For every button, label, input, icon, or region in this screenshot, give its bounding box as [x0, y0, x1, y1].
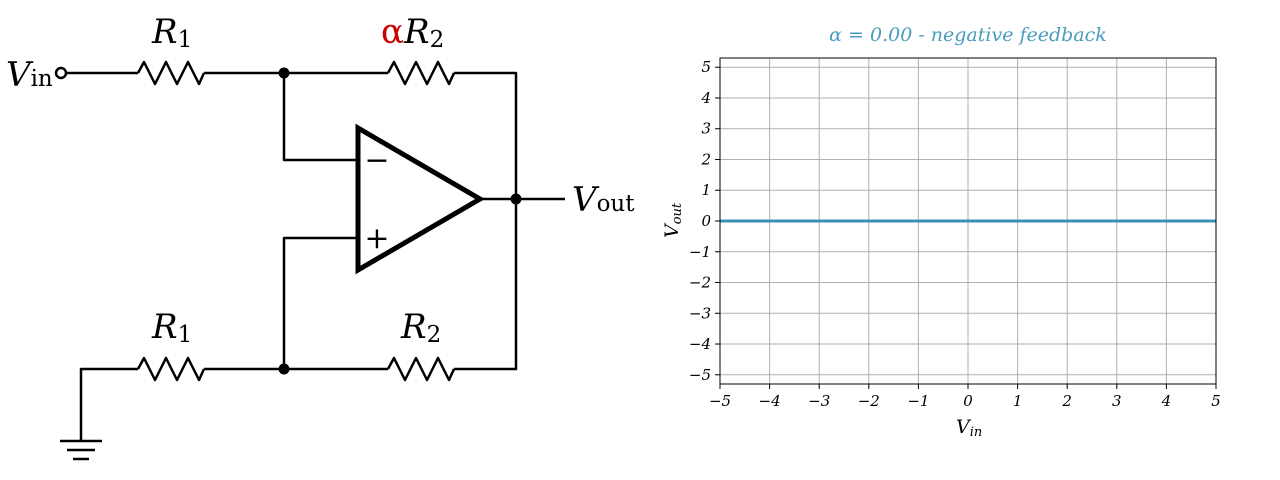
- chart-title: α = 0.00 - negative feedback: [829, 24, 1107, 46]
- chart-x-axis-label: Vin: [956, 416, 982, 440]
- label-v-in: Vin: [6, 55, 53, 95]
- input-terminal: [54, 66, 68, 80]
- y-tick-label: 2: [700, 150, 711, 168]
- wire-node-to-inverting-input: [282, 73, 358, 162]
- junction-node-output: [510, 193, 522, 205]
- x-tick-label: 5: [1211, 392, 1221, 410]
- y-tick-label: 1: [701, 181, 711, 199]
- transfer-chart: α = 0.00 - negative feedback −5 −4 −3 −2 −1 0…: [661, 24, 1221, 440]
- label-r1-top: R1: [151, 12, 192, 53]
- x-tick-label: 3: [1112, 392, 1122, 410]
- circuit-diagram: − + Vin Vout R1 αR2 R1 R2: [6, 12, 635, 461]
- x-tick-label: −2: [858, 392, 880, 410]
- y-tick-label: 5: [701, 58, 711, 76]
- label-r2-bottom: R2: [400, 307, 441, 348]
- resistor-r1-bottom: [136, 356, 206, 382]
- label-v-out: Vout: [572, 180, 635, 220]
- resistor-r2-bottom: [386, 356, 456, 382]
- junction-node-top: [278, 67, 290, 79]
- y-tick-label: −1: [689, 243, 711, 261]
- x-tick-label: −4: [759, 392, 781, 410]
- y-tick-label: 4: [700, 89, 711, 107]
- wire-top-feedback: [454, 71, 518, 371]
- resistor-r1-top: [136, 60, 206, 86]
- x-tick-label: 0: [963, 392, 973, 410]
- op-amp-plus-symbol: +: [364, 221, 389, 256]
- resistor-r2-top: [386, 60, 456, 86]
- y-tick-label: −5: [689, 366, 711, 384]
- wire-ground-to-r1: [79, 367, 138, 440]
- label-alpha-r2-top: αR2: [381, 12, 444, 53]
- x-tick-label: −1: [907, 392, 929, 410]
- x-tick-label: 2: [1061, 392, 1072, 410]
- x-tick-label: −3: [808, 392, 830, 410]
- op-amp-icon: [355, 123, 485, 275]
- junction-node-bottom: [278, 363, 290, 375]
- y-tick-label: 3: [701, 120, 711, 138]
- x-tick-label: −5: [709, 392, 731, 410]
- ground-icon: [60, 439, 102, 461]
- op-amp-minus-symbol: −: [364, 143, 389, 178]
- label-r1-bottom: R1: [151, 307, 192, 348]
- x-tick-label: 1: [1013, 392, 1023, 410]
- y-tick-label: −2: [689, 274, 711, 292]
- wire-node-to-noninverting-input: [282, 236, 358, 369]
- y-tick-label: 0: [701, 212, 711, 230]
- chart-ticks: −5 −4 −3 −2 −1 0 1 2 3 4 5 −5 −4 −3 −2 −1 0 1 2 3 4 5: [689, 58, 1221, 410]
- y-tick-label: −3: [689, 304, 711, 322]
- chart-y-axis-label: Vout: [661, 202, 685, 238]
- y-tick-label: −4: [689, 335, 711, 353]
- x-tick-label: 4: [1161, 392, 1172, 410]
